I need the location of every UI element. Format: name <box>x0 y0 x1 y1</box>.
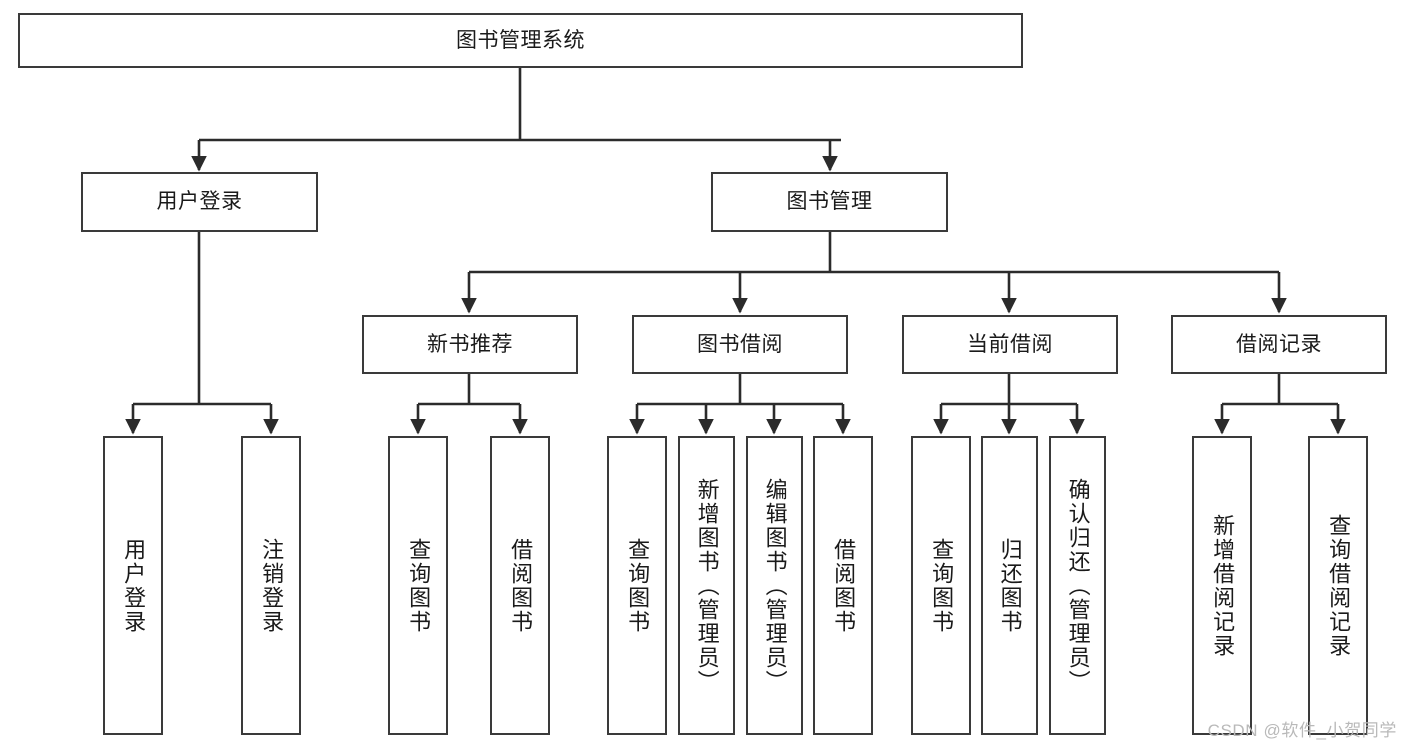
node-leaf-user-login-label: 用户登录 <box>121 537 147 634</box>
node-new-book-recommend-label: 新书推荐 <box>427 332 513 356</box>
node-leaf-borrow-book-2[interactable]: 借阅图书 <box>813 436 873 735</box>
node-current-borrow-label: 当前借阅 <box>967 332 1053 356</box>
node-leaf-query-book-1-label: 查询图书 <box>406 537 432 634</box>
node-book-manage[interactable]: 图书管理 <box>711 172 948 232</box>
node-root-label: 图书管理系统 <box>456 28 585 52</box>
node-leaf-return-book-label: 归还图书 <box>997 537 1023 634</box>
node-book-manage-label: 图书管理 <box>786 190 873 214</box>
node-leaf-add-record[interactable]: 新增借阅记录 <box>1192 436 1252 735</box>
node-user-login[interactable]: 用户登录 <box>81 172 318 232</box>
node-user-login-label: 用户登录 <box>156 190 243 214</box>
node-leaf-query-book-1[interactable]: 查询图书 <box>388 436 448 735</box>
node-leaf-query-record-label: 查询借阅记录 <box>1326 513 1352 658</box>
node-leaf-add-book-label: 新增图书（管理员） <box>694 477 720 694</box>
node-leaf-add-record-label: 新增借阅记录 <box>1210 513 1236 658</box>
node-leaf-borrow-book-1-label: 借阅图书 <box>508 537 534 634</box>
node-book-borrow[interactable]: 图书借阅 <box>632 315 848 374</box>
node-leaf-query-book-2[interactable]: 查询图书 <box>607 436 667 735</box>
node-leaf-add-book[interactable]: 新增图书（管理员） <box>678 436 735 735</box>
node-book-borrow-label: 图书借阅 <box>697 332 783 356</box>
node-leaf-query-book-2-label: 查询图书 <box>625 537 651 634</box>
node-leaf-borrow-book-1[interactable]: 借阅图书 <box>490 436 550 735</box>
node-leaf-query-record[interactable]: 查询借阅记录 <box>1308 436 1368 735</box>
node-leaf-user-login[interactable]: 用户登录 <box>103 436 163 735</box>
node-leaf-return-book[interactable]: 归还图书 <box>981 436 1038 735</box>
node-borrow-record[interactable]: 借阅记录 <box>1171 315 1387 374</box>
node-leaf-logout-label: 注销登录 <box>259 537 285 634</box>
node-root[interactable]: 图书管理系统 <box>18 13 1023 68</box>
node-current-borrow[interactable]: 当前借阅 <box>902 315 1118 374</box>
node-leaf-edit-book[interactable]: 编辑图书（管理员） <box>746 436 803 735</box>
node-borrow-record-label: 借阅记录 <box>1236 332 1322 356</box>
node-leaf-borrow-book-2-label: 借阅图书 <box>831 537 857 634</box>
node-leaf-logout[interactable]: 注销登录 <box>241 436 301 735</box>
node-leaf-edit-book-label: 编辑图书（管理员） <box>762 477 788 694</box>
node-leaf-confirm-return[interactable]: 确认归还（管理员） <box>1049 436 1106 735</box>
node-leaf-confirm-return-label: 确认归还（管理员） <box>1065 477 1091 694</box>
node-new-book-recommend[interactable]: 新书推荐 <box>362 315 578 374</box>
node-leaf-query-book-3-label: 查询图书 <box>929 537 955 634</box>
node-leaf-query-book-3[interactable]: 查询图书 <box>911 436 971 735</box>
